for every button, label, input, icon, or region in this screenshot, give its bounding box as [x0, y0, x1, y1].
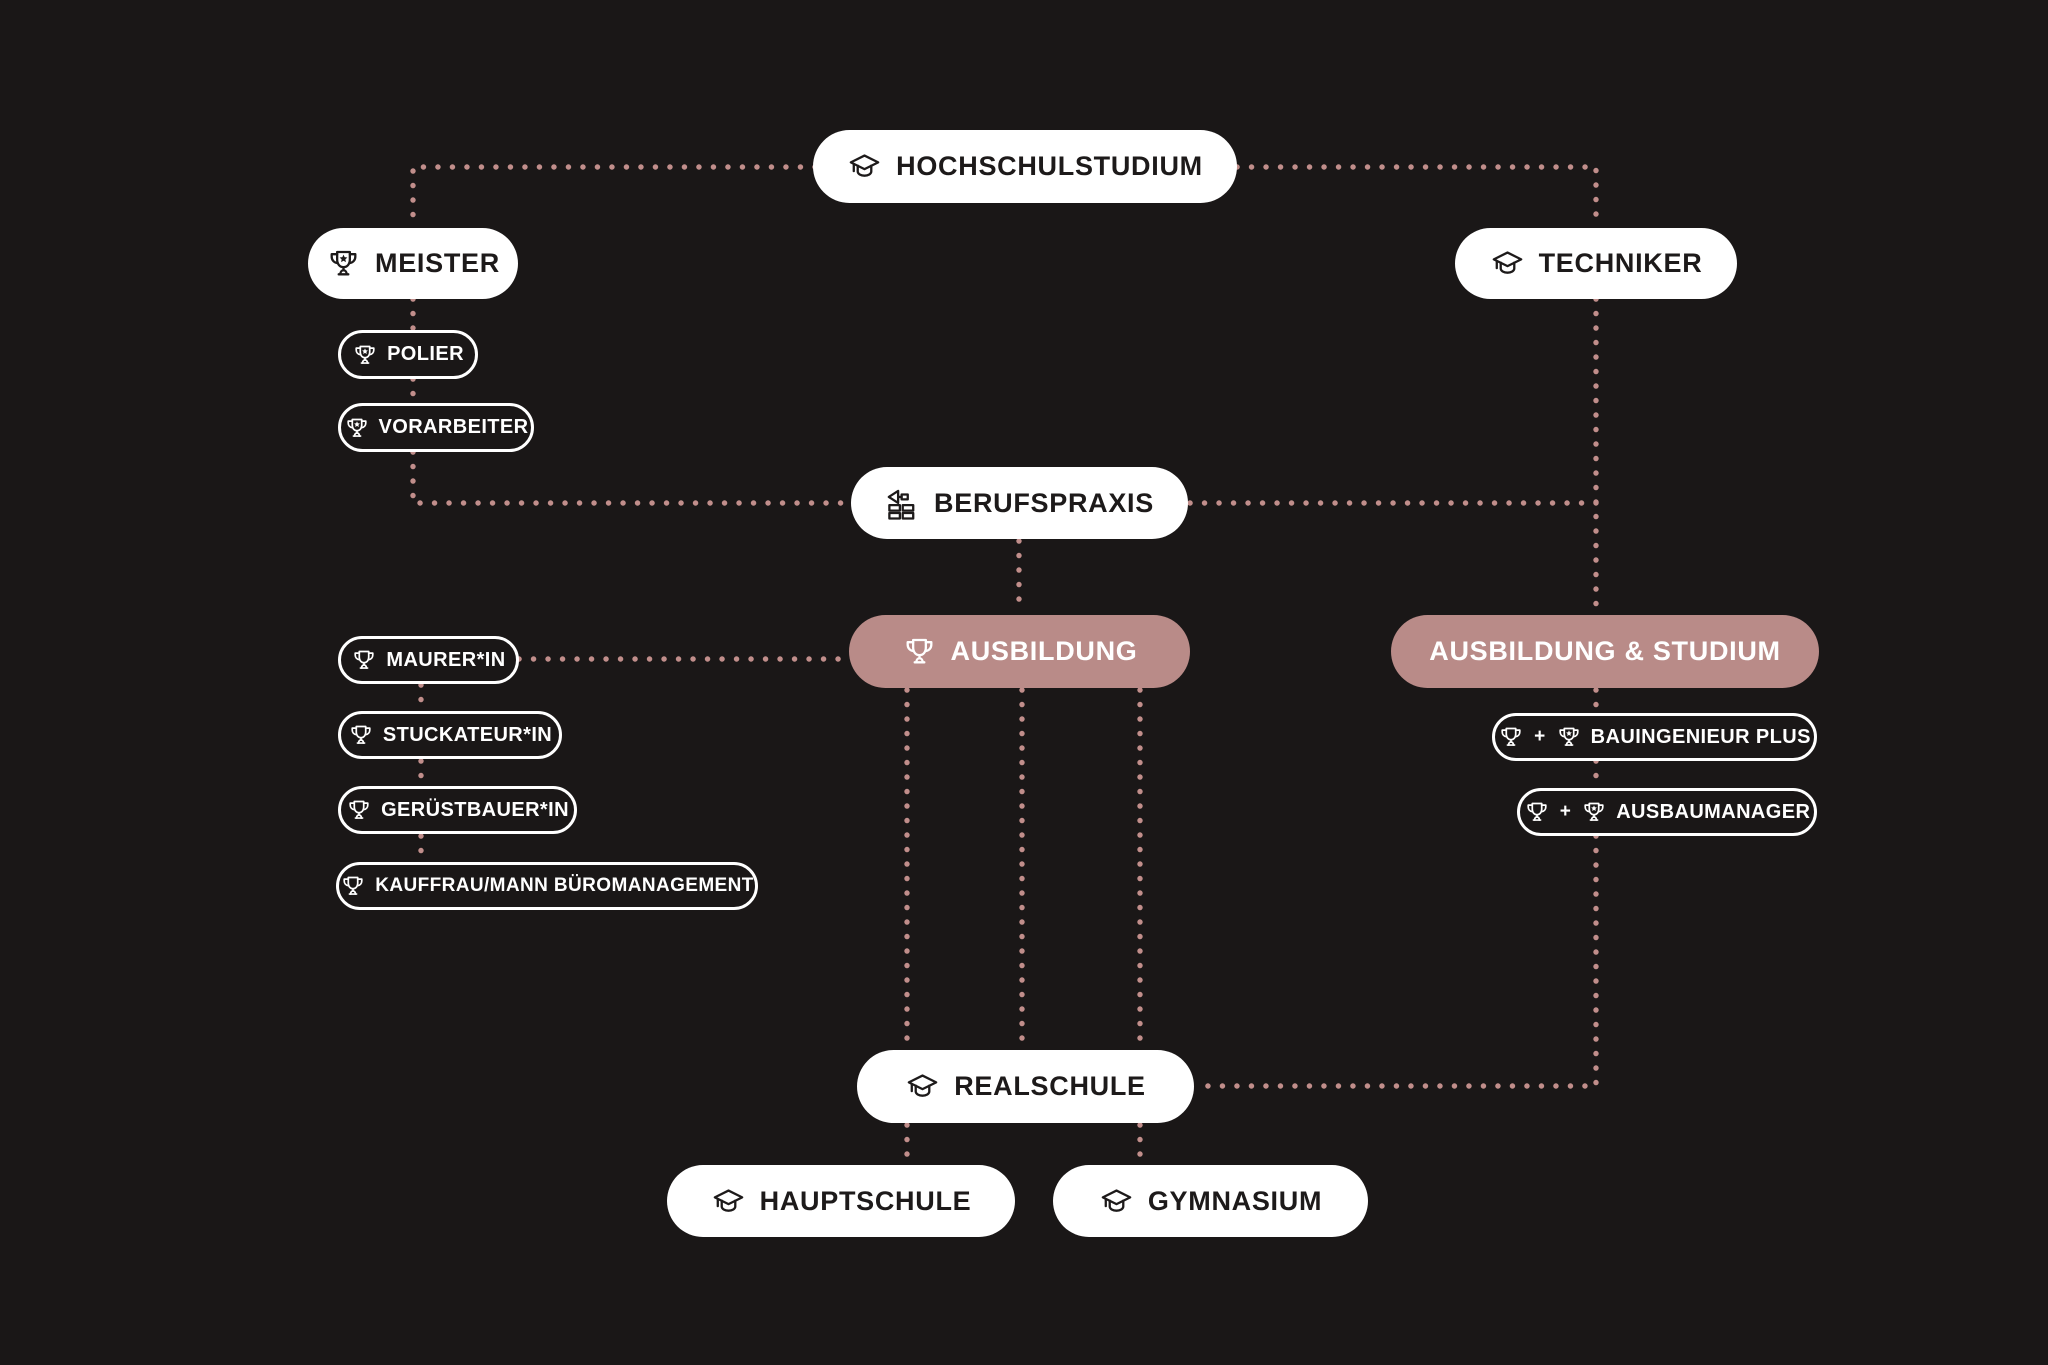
node-geruestbauer: GERÜSTBAUER*IN — [338, 786, 577, 834]
trophy-icon — [351, 647, 377, 673]
plus-sign: + — [1559, 801, 1572, 822]
node-gymnasium: GYMNASIUM — [1053, 1165, 1368, 1237]
trophy-icon — [1498, 724, 1524, 750]
node-label: HOCHSCHULSTUDIUM — [896, 151, 1203, 181]
trophy-star-icon — [1556, 724, 1582, 750]
trophy-icon — [346, 797, 372, 823]
node-label: MAURER*IN — [386, 648, 506, 671]
bricklaying-trowel-icon — [885, 486, 920, 521]
trophy-star-icon — [352, 342, 378, 368]
trophy-icon — [340, 873, 366, 899]
node-ausbildung: AUSBILDUNG — [849, 615, 1190, 688]
graduation-cap-icon — [1099, 1184, 1134, 1219]
trophy-star-icon — [326, 246, 361, 281]
node-stuckateur: STUCKATEUR*IN — [338, 711, 562, 759]
connector-ausbaumanager-realschule — [1193, 833, 1599, 1089]
node-techniker: TECHNIKER — [1455, 228, 1737, 299]
connector-hochschulstudium-techniker — [1234, 164, 1599, 229]
node-maurer: MAURER*IN — [338, 636, 519, 684]
node-label: KAUFFRAU/MANN BÜROMANAGEMENT — [375, 875, 754, 896]
graduation-cap-icon — [847, 149, 882, 184]
node-realschule: REALSCHULE — [857, 1050, 1194, 1123]
node-ausbildung-studium: AUSBILDUNG & STUDIUM — [1391, 615, 1819, 688]
node-bauingenieur-plus: + BAUINGENIEUR PLUS — [1492, 713, 1817, 761]
node-label: AUSBILDUNG — [950, 636, 1138, 666]
trophy-star-icon — [344, 415, 370, 441]
trophy-star-icon — [1581, 799, 1607, 825]
node-kauffrau-bueromanagement: KAUFFRAU/MANN BÜROMANAGEMENT — [336, 862, 758, 910]
node-ausbaumanager: + AUSBAUMANAGER — [1517, 788, 1817, 836]
node-hochschulstudium: HOCHSCHULSTUDIUM — [813, 130, 1237, 203]
node-label: GYMNASIUM — [1147, 1185, 1323, 1216]
node-label: MEISTER — [375, 248, 500, 278]
connector-vorarbeiter-berufspraxis — [410, 449, 852, 506]
node-label: REALSCHULE — [954, 1071, 1146, 1101]
node-label: POLIER — [387, 343, 464, 365]
graduation-cap-icon — [711, 1184, 746, 1219]
node-label: VORARBEITER — [378, 416, 529, 438]
node-label: STUCKATEUR*IN — [382, 723, 553, 746]
connector-hochschulstudium-meister — [410, 164, 818, 229]
node-hauptschule: HAUPTSCHULE — [667, 1165, 1015, 1237]
node-meister: MEISTER — [308, 228, 518, 299]
node-polier: POLIER — [338, 330, 478, 379]
trophy-icon — [348, 722, 374, 748]
plus-sign: + — [1534, 726, 1546, 747]
node-label: AUSBAUMANAGER — [1616, 800, 1811, 823]
node-label: BERUFSPRAXIS — [934, 487, 1154, 518]
graduation-cap-icon — [905, 1069, 940, 1104]
trophy-icon — [902, 634, 937, 669]
node-label: GERÜSTBAUER*IN — [381, 798, 569, 821]
node-label: BAUINGENIEUR PLUS — [1590, 725, 1811, 748]
node-label: AUSBILDUNG & STUDIUM — [1429, 636, 1781, 666]
node-label: TECHNIKER — [1538, 248, 1703, 278]
node-vorarbeiter: VORARBEITER — [338, 403, 534, 452]
node-berufspraxis: BERUFSPRAXIS — [851, 467, 1188, 539]
trophy-icon — [1524, 799, 1550, 825]
node-label: HAUPTSCHULE — [759, 1185, 972, 1216]
graduation-cap-icon — [1490, 246, 1525, 281]
